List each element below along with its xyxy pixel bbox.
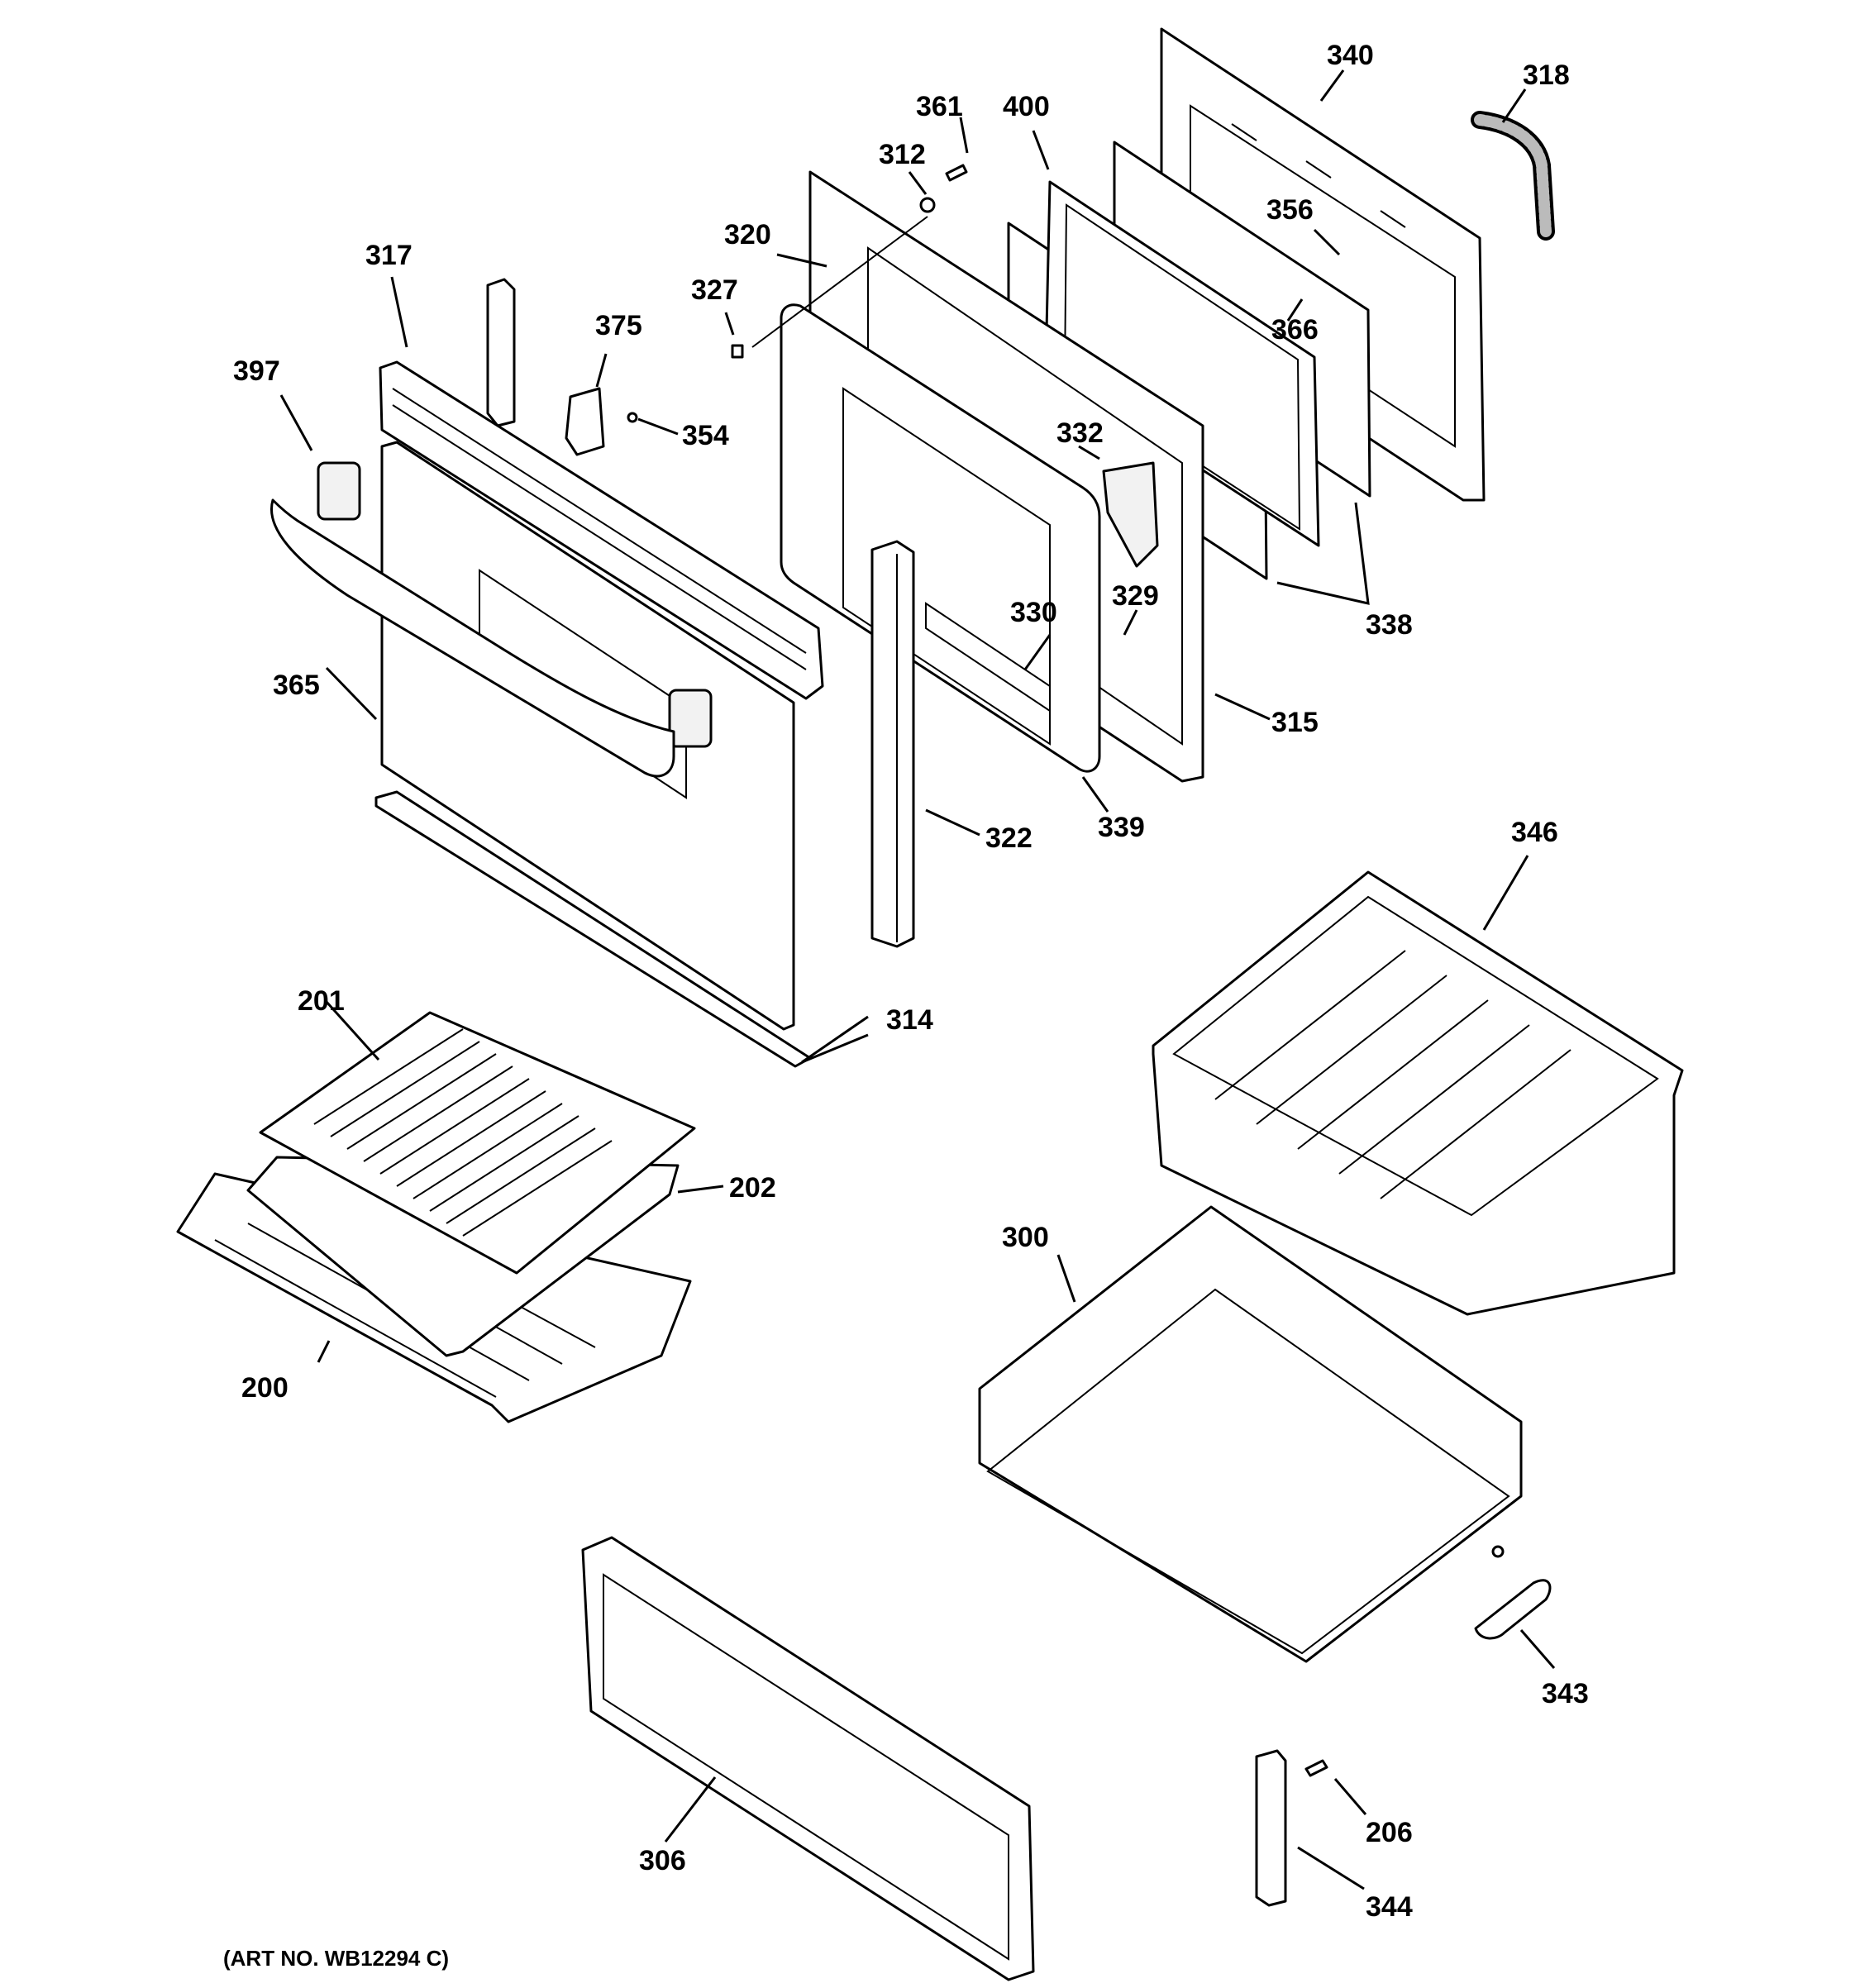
label-320: 320 xyxy=(724,219,771,250)
label-366: 366 xyxy=(1271,314,1319,346)
label-318: 318 xyxy=(1523,60,1570,91)
label-338: 338 xyxy=(1366,609,1413,641)
label-361: 361 xyxy=(916,91,963,122)
part-332-vent xyxy=(1102,461,1159,568)
label-375: 375 xyxy=(595,310,642,341)
label-200: 200 xyxy=(241,1372,289,1404)
label-300: 300 xyxy=(1002,1222,1049,1253)
label-317: 317 xyxy=(365,240,413,271)
part-354-screw xyxy=(627,412,638,423)
part-206-screw xyxy=(1304,1759,1328,1777)
part-375-bracket xyxy=(565,387,605,456)
part-322-hinge-channel xyxy=(870,540,915,948)
label-312: 312 xyxy=(879,139,926,170)
part-365-door-handle xyxy=(270,498,675,778)
part-318-gasket xyxy=(1471,111,1555,241)
label-346: 346 xyxy=(1511,817,1558,848)
label-315: 315 xyxy=(1271,707,1319,738)
label-354: 354 xyxy=(682,420,729,451)
label-202: 202 xyxy=(729,1172,776,1204)
part-317-side-strip xyxy=(486,278,516,427)
art-number: (ART NO. WB12294 C) xyxy=(223,1946,449,1971)
label-330: 330 xyxy=(1010,597,1057,628)
label-397: 397 xyxy=(233,355,280,387)
label-306: 306 xyxy=(639,1845,686,1876)
leader-lines xyxy=(279,69,1556,1890)
label-329: 329 xyxy=(1112,580,1159,612)
part-number-labels: 340 318 361 400 312 320 356 317 327 366 … xyxy=(223,40,1589,1971)
part-397-end-caps xyxy=(317,461,713,748)
label-206: 206 xyxy=(1366,1817,1413,1848)
fasteners-upper xyxy=(731,164,968,359)
label-340: 340 xyxy=(1327,40,1374,71)
label-339: 339 xyxy=(1098,812,1145,843)
label-356: 356 xyxy=(1266,194,1314,226)
label-332: 332 xyxy=(1056,417,1104,449)
part-339-door-liner xyxy=(780,303,1101,773)
label-400: 400 xyxy=(1003,91,1050,122)
part-344-drawer-slide xyxy=(1255,1749,1287,1907)
label-344: 344 xyxy=(1366,1891,1413,1923)
label-314: 314 xyxy=(886,1004,933,1036)
part-400-window-assembly xyxy=(1044,180,1320,547)
part-306-drawer-front xyxy=(581,1536,1035,1981)
part-346-drawer-tub xyxy=(1152,870,1684,1316)
part-343-drawer-stop xyxy=(1474,1545,1552,1640)
label-201: 201 xyxy=(298,985,345,1017)
label-322: 322 xyxy=(985,822,1033,854)
label-365: 365 xyxy=(273,670,320,701)
label-343: 343 xyxy=(1542,1678,1589,1709)
part-317-vent-trim xyxy=(379,360,824,700)
label-327: 327 xyxy=(691,274,738,306)
part-300-drawer-box xyxy=(978,1205,1523,1663)
part-330-insert xyxy=(925,602,1051,713)
